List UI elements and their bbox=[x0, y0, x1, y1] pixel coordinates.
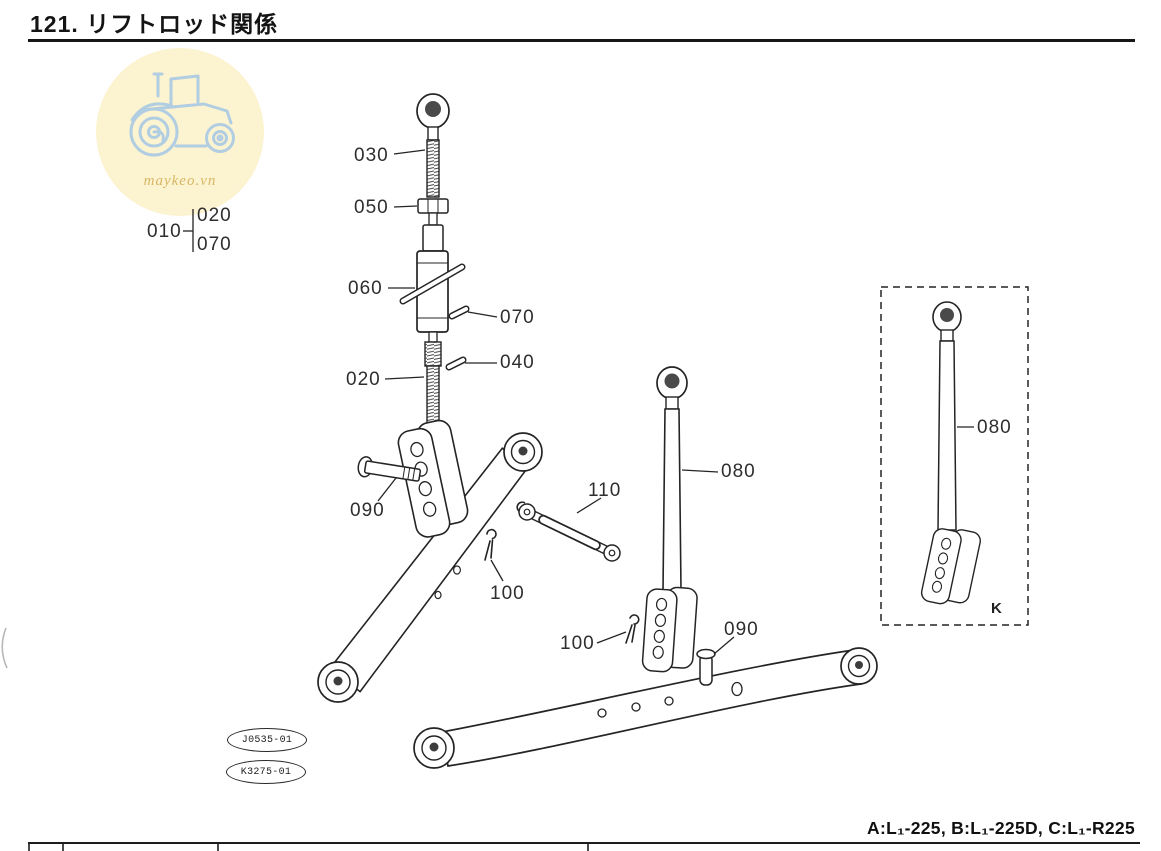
watermark: maykeo.vn bbox=[96, 48, 264, 216]
model-variant-note: A:L₁-225, B:L₁-225D, C:L₁-R225 bbox=[867, 818, 1135, 838]
callout-060: 060 bbox=[348, 278, 383, 299]
callout-030: 030 bbox=[354, 145, 389, 166]
callout-100-left: 100 bbox=[490, 583, 525, 604]
cotter-clip-right bbox=[625, 614, 640, 644]
arm-pin bbox=[696, 648, 716, 686]
inset-key-label: K bbox=[991, 600, 1003, 617]
callout-070-group: 070 bbox=[197, 234, 232, 255]
fork-bolt bbox=[357, 456, 422, 482]
cotter-clip-left bbox=[484, 528, 497, 561]
callout-100-right: 100 bbox=[560, 633, 595, 654]
watermark-text: maykeo.vn bbox=[143, 173, 217, 189]
title-underline bbox=[28, 39, 1135, 42]
stamp-code: J0535-01 bbox=[241, 734, 293, 746]
callout-090-left: 090 bbox=[350, 500, 385, 521]
stamp-oval: J0535-01 bbox=[227, 728, 307, 752]
upper-lift-arm bbox=[317, 432, 543, 703]
inset-variant-k bbox=[880, 286, 1029, 626]
callout-020: 020 bbox=[346, 369, 381, 390]
callout-020-group: 020 bbox=[197, 205, 232, 226]
callout-050: 050 bbox=[354, 197, 389, 218]
page-title: 121. リフトロッド関係 bbox=[30, 11, 279, 37]
scan-artifact bbox=[1, 627, 8, 669]
leveling-link bbox=[516, 501, 621, 562]
tractor-logo-icon bbox=[129, 72, 235, 157]
callout-040: 040 bbox=[500, 352, 535, 373]
stamp-code: K3275-01 bbox=[240, 766, 292, 778]
stamp-oval: K3275-01 bbox=[226, 760, 306, 784]
callout-080-inset: 080 bbox=[977, 417, 1012, 438]
lift-rod-right bbox=[641, 366, 698, 673]
lower-lift-arm bbox=[413, 647, 878, 769]
callout-070: 070 bbox=[500, 307, 535, 328]
leader-lines bbox=[183, 149, 974, 655]
callout-090-right: 090 bbox=[724, 619, 759, 640]
lift-rod-exploded bbox=[357, 93, 497, 561]
callout-010: 010 bbox=[147, 221, 182, 242]
lift-rod-fork bbox=[397, 419, 469, 538]
callout-110: 110 bbox=[588, 480, 622, 501]
callout-080-main: 080 bbox=[721, 461, 756, 482]
table-top-border bbox=[28, 842, 1140, 851]
